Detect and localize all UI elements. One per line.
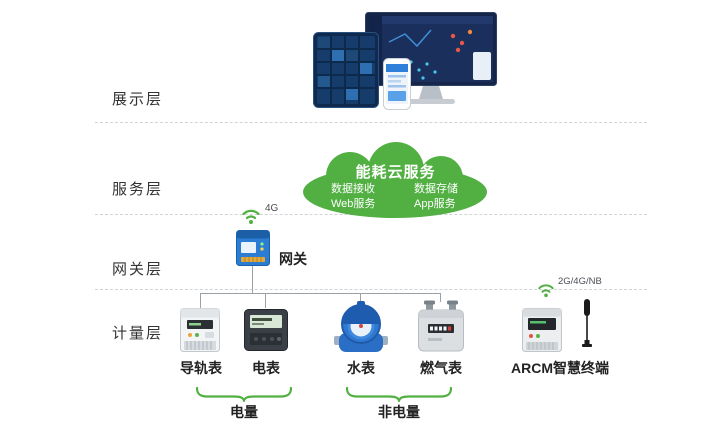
wifi-icon <box>242 209 260 224</box>
cloud-service-item: 数据接收 <box>331 183 375 195</box>
din-rail-meter-icon <box>180 308 220 352</box>
layer-label-metering: 计量层 <box>112 325 164 342</box>
cloud-service-item: 数据存储 <box>414 183 458 195</box>
cloud-service-item: Web服务 <box>331 198 376 210</box>
phone-icon <box>383 58 411 110</box>
device-label-rail-meter: 导轨表 <box>180 360 222 376</box>
cloud-icon <box>303 142 487 218</box>
gas-meter-icon <box>418 300 464 352</box>
gateway-network-label: 4G <box>265 203 279 214</box>
group-label-electric: 电量 <box>230 404 258 420</box>
cloud-services-left: 数据接收 Web服务 <box>331 182 375 212</box>
layer-separator-1 <box>95 122 647 123</box>
water-meter-icon <box>334 301 388 352</box>
gateway-label: 网关 <box>279 251 307 267</box>
gateway-device-icon <box>236 230 270 266</box>
layer-separator-3 <box>95 289 647 290</box>
cloud-service-item: App服务 <box>414 198 456 210</box>
arcm-network-label: 2G/4G/NB <box>558 276 602 287</box>
group-brace-non-electric <box>346 387 452 402</box>
arcm-device-icon <box>522 308 562 352</box>
power-meter-icon <box>244 309 288 351</box>
cloud-services-right: 数据存储 App服务 <box>414 182 458 212</box>
connector-drop-gas-meter <box>440 293 441 302</box>
connector-drop-water-meter <box>360 293 361 305</box>
device-label-arcm: ARCM智慧终端 <box>511 360 609 376</box>
layer-label-service: 服务层 <box>112 181 164 198</box>
group-brace-electric <box>196 387 292 402</box>
layer-label-display: 展示层 <box>112 91 164 108</box>
device-label-power-meter: 电表 <box>252 360 280 376</box>
device-label-gas-meter: 燃气表 <box>420 360 462 376</box>
layer-label-gateway: 网关层 <box>112 261 164 278</box>
display-devices <box>303 12 503 114</box>
wifi-icon <box>538 284 554 298</box>
group-label-non-electric: 非电量 <box>378 404 420 420</box>
connector-gateway-down <box>252 266 253 293</box>
connector-bus <box>200 293 441 294</box>
tablet-icon <box>313 32 379 108</box>
cloud-service: 能耗云服务 数据接收 Web服务 数据存储 App服务 <box>298 140 493 220</box>
cloud-title: 能耗云服务 <box>355 164 436 181</box>
connector-drop-rail-meter <box>200 293 201 308</box>
connector-drop-power-meter <box>265 293 266 308</box>
antenna-icon <box>582 299 592 347</box>
device-label-water-meter: 水表 <box>347 360 375 376</box>
